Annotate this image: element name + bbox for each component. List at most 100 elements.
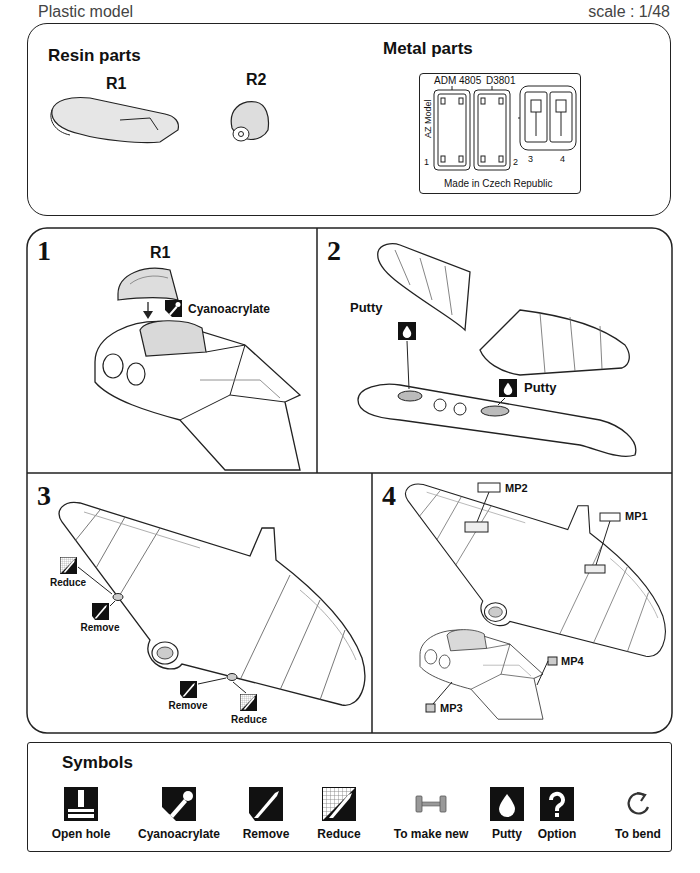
photo-etched-fret <box>499 98 503 104</box>
step2-drawing <box>480 310 629 375</box>
symbol-icon <box>64 787 98 821</box>
symbol-icon <box>414 787 448 821</box>
steps-frame <box>27 228 672 733</box>
symbol-icon <box>64 787 98 821</box>
instruction-label: Reduce <box>50 577 86 589</box>
step1-drawing <box>95 268 300 470</box>
panel-heading: Symbols <box>62 753 133 773</box>
panel-heading: Metal parts <box>383 39 473 59</box>
photo-etched-fret <box>441 98 445 104</box>
step3-drawing <box>113 594 123 601</box>
page-header: Plastic model <box>38 2 133 21</box>
step1-drawing <box>143 311 153 319</box>
legend-entry: To bend <box>588 787 688 841</box>
photo-etched-fret <box>499 156 503 162</box>
photo-etched-fret <box>474 90 510 170</box>
photo-etched-fret <box>434 90 470 170</box>
photo-etched-fret <box>481 98 485 104</box>
step3-drawing <box>92 603 109 620</box>
fret-number: 4 <box>560 154 565 165</box>
step-number: 3 <box>37 479 51 513</box>
legend-entry: Open hole <box>31 787 131 841</box>
photo-etched-fret <box>434 86 576 170</box>
instruction-label: Remove <box>169 700 208 712</box>
legend-label: To make new <box>381 827 481 841</box>
step-panel: 3 <box>27 473 372 733</box>
resin-part-r2 <box>233 127 249 141</box>
step3-drawing <box>227 674 237 681</box>
step2-drawing <box>398 322 416 340</box>
symbol-icon <box>322 787 356 821</box>
symbols-panel: SymbolsOpen holeCyanoacrylateRemoveReduc… <box>27 742 672 852</box>
step2-drawing <box>499 379 517 397</box>
legend-label: Option <box>507 827 607 841</box>
step2-drawing <box>358 244 636 457</box>
step3-drawing <box>60 557 77 574</box>
step1-drawing <box>95 321 300 470</box>
step-panel: 2 <box>317 228 672 473</box>
step4-drawing <box>478 483 500 492</box>
legend-entry: Option <box>507 787 607 841</box>
photo-etched-fret <box>531 100 541 112</box>
instruction-label: Remove <box>81 622 120 634</box>
fret-code: D3801 <box>486 75 515 87</box>
photo-etched-fret <box>556 100 566 112</box>
legend-entry: Reduce <box>289 787 389 841</box>
instruction-label: Putty <box>524 380 557 396</box>
step2-drawing <box>540 313 602 373</box>
symbol-icon <box>629 793 648 813</box>
step3-drawing <box>78 567 246 693</box>
step3-drawing <box>180 681 197 698</box>
step3-drawing <box>59 502 365 711</box>
fret-maker: AZ Model <box>423 99 434 138</box>
photo-etched-fret <box>438 94 466 166</box>
instruction-label: Cyanoacrylate <box>188 302 270 316</box>
part-name: R1 <box>106 74 126 93</box>
step-number: 2 <box>327 234 341 268</box>
step4-drawing <box>420 630 543 720</box>
resin-part-r1 <box>52 98 179 143</box>
legend-entry: Cyanoacrylate <box>129 787 229 841</box>
symbol-icon <box>621 787 655 821</box>
step2-drawing <box>358 384 636 456</box>
symbol-icon <box>249 787 283 821</box>
part-name: R1 <box>150 243 170 262</box>
fret-code: ADM 4805 <box>434 75 481 87</box>
fret-number: 3 <box>528 154 533 165</box>
symbol-icon <box>249 787 283 821</box>
symbol-icon <box>416 796 446 812</box>
symbol-icon <box>490 787 524 821</box>
step4-drawing <box>433 492 610 704</box>
legend-entry: Remove <box>216 787 316 841</box>
resin-part-r2 <box>231 102 268 141</box>
photo-etched-fret <box>481 156 485 162</box>
part-name: MP4 <box>561 655 584 668</box>
photo-etched-fret <box>459 156 463 162</box>
photo-etched-fret <box>478 94 506 166</box>
symbol-icon <box>490 787 524 821</box>
step2-drawing <box>407 341 505 405</box>
fret-number: 1 <box>424 157 429 168</box>
photo-etched-fret <box>441 156 445 162</box>
resin-part-r1 <box>51 110 158 135</box>
step3-drawing <box>240 694 257 711</box>
photo-etched-fret <box>459 98 463 104</box>
metal-fret: ADM 4805D3801AZ ModelMade in Czech Repub… <box>419 73 581 194</box>
photo-etched-fret <box>536 112 561 136</box>
symbol-icon <box>540 787 574 821</box>
step4-drawing <box>406 483 666 719</box>
symbol-icon <box>322 787 356 821</box>
step4-drawing <box>426 704 435 712</box>
legend-entry: To make new <box>381 787 481 841</box>
step-number: 4 <box>382 479 396 513</box>
resin-part-r1 <box>51 98 179 143</box>
legend-label: Open hole <box>31 827 131 841</box>
step2-drawing <box>398 391 422 401</box>
step4-drawing <box>465 522 488 532</box>
step1-drawing <box>165 300 182 317</box>
part-name: MP3 <box>440 702 463 715</box>
scale-note: scale : 1/48 <box>588 2 670 21</box>
